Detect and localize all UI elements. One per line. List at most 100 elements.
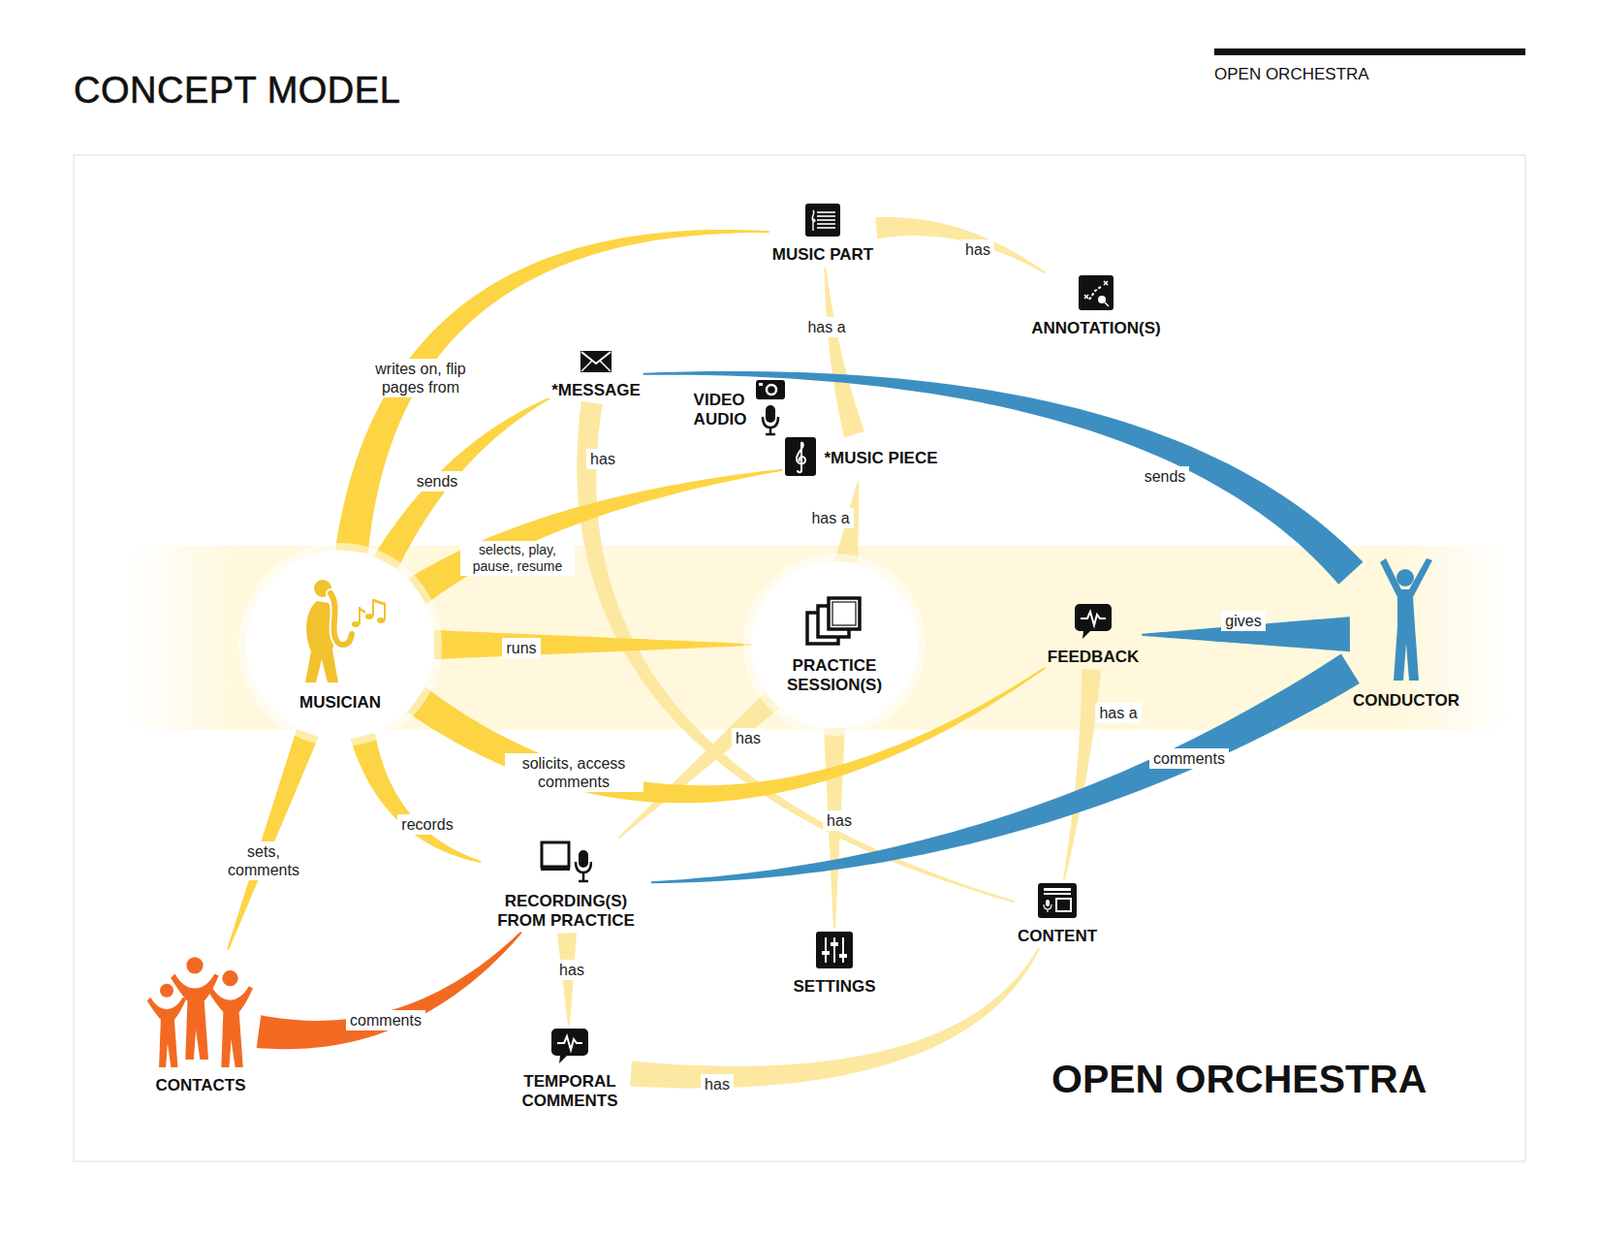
contacts-node: CONTACTS — [145, 952, 256, 1096]
node-icon-part-part — [762, 416, 779, 428]
node-icon-part-part — [1043, 887, 1071, 891]
node-icon-part — [291, 577, 389, 685]
node-label: ANNOTATION(S) — [1031, 318, 1161, 339]
node-icon — [1037, 882, 1077, 922]
node-icon — [815, 931, 853, 973]
circle-glow — [238, 542, 442, 747]
node-icon-part-part-part — [351, 621, 360, 628]
tapered-connector — [875, 217, 1046, 275]
tapered-connector — [226, 728, 319, 950]
circle-fill — [751, 561, 918, 728]
node-icon-part — [815, 931, 853, 969]
node-label: RECORDING(S) FROM PRACTICE — [483, 891, 649, 931]
node-icon-part-part-part — [816, 222, 836, 225]
node-label: SETTINGS — [792, 976, 876, 997]
node-icon-part-part — [805, 203, 841, 237]
node-icon-part-part — [581, 360, 593, 372]
node-icon-part — [539, 840, 593, 883]
node-icon-part-part-part — [1084, 294, 1089, 299]
node-icon-part-part — [330, 593, 352, 645]
node-icon-part-part — [1045, 899, 1050, 907]
node-label: MUSIC PART — [772, 245, 875, 265]
tapered-connector — [256, 931, 523, 1049]
edge-label: has — [731, 727, 765, 749]
node-icon-part-part — [599, 360, 611, 372]
node-icon — [784, 437, 816, 480]
node-icon-part-part — [815, 931, 853, 969]
node-icon-part-part — [170, 956, 220, 1060]
edge-label: sets, comments — [219, 841, 310, 880]
node-icon-part-part — [1098, 295, 1106, 304]
node-icon-part — [1376, 558, 1437, 683]
node-label: CONTACTS — [155, 1075, 246, 1096]
edge-label: has a — [803, 316, 849, 338]
node-icon-part-part — [1056, 898, 1071, 911]
node-icon-part-part — [1074, 603, 1112, 639]
feedback-node: FEEDBACK — [1047, 603, 1139, 667]
node-label: TEMPORAL COMMENTS — [511, 1071, 628, 1111]
circle-glow — [743, 553, 926, 736]
node-icon-part-part — [578, 878, 589, 882]
node-icon-part-part-part — [372, 598, 375, 617]
node-icon-part-part — [541, 842, 569, 867]
node-icon-part-part — [147, 982, 187, 1067]
node-icon — [1376, 558, 1437, 687]
node-icon — [804, 595, 865, 652]
page-title: CONCEPT MODEL — [73, 69, 401, 111]
header-label: OPEN ORCHESTRA — [1214, 64, 1370, 85]
node-icon-part-part — [816, 212, 836, 228]
node-icon-part-part-part — [221, 970, 238, 986]
recording-node: RECORDING(S) FROM PRACTICE — [483, 840, 649, 931]
node-icon-part-part-part — [824, 937, 827, 963]
node-icon-part-part-part — [816, 211, 836, 214]
node-icon-part-part — [766, 384, 777, 395]
edge-label: runs — [501, 637, 540, 659]
node-icon-part-part — [758, 382, 763, 386]
content-node: CONTENT — [1017, 882, 1098, 946]
node-icon-part-part — [581, 351, 611, 364]
node-icon-part-part — [1043, 892, 1071, 895]
node-icon-part-part — [830, 941, 839, 946]
node-label: MUSICIAN — [299, 692, 381, 713]
node-label: *MESSAGE — [551, 380, 641, 401]
node-icon-part-part-part — [358, 606, 366, 614]
node-icon-part-part — [1396, 568, 1414, 587]
edge-label: sends — [1140, 466, 1191, 487]
node-icon-part-part-part — [816, 226, 836, 229]
node-icon-part-part — [839, 953, 848, 958]
node-icon-part-part — [580, 350, 612, 373]
annotation-node: ANNOTATION(S) — [1031, 275, 1161, 339]
node-icon-part-part — [832, 601, 856, 626]
node-icon-part-part — [784, 437, 816, 476]
edge-label: has a — [807, 507, 853, 529]
edge-label: gives — [1221, 610, 1265, 631]
node-icon-part-part-part — [833, 937, 836, 963]
node-icon-part-part-part — [842, 937, 845, 963]
node-icon-part-part — [557, 1035, 583, 1050]
edge-label: has — [555, 959, 589, 980]
node-icon-part-part — [765, 433, 776, 437]
node-icon-part-part-part — [1103, 281, 1108, 285]
temporal-comments-node: TEMPORAL COMMENTS — [511, 1028, 628, 1111]
node-icon — [551, 1028, 589, 1067]
node-icon-part-part-part — [207, 985, 253, 1067]
node-icon-part-part — [1080, 611, 1106, 626]
node-icon-part-part — [1043, 904, 1052, 910]
edge-label: has a — [1095, 702, 1141, 723]
edge-label: writes on, flip pages from — [353, 358, 488, 398]
node-icon-part-part — [796, 441, 806, 472]
edge-label: has — [700, 1073, 734, 1095]
node-icon-part — [784, 437, 816, 476]
edge-label: selects, play, pause, resume — [460, 540, 575, 576]
node-icon-part — [805, 203, 841, 237]
node-icon-part-part — [1037, 882, 1077, 918]
edge-label: comments — [345, 1009, 426, 1031]
node-icon — [1078, 275, 1114, 314]
edge-label: has — [961, 239, 995, 260]
node-label: *MUSIC PIECE — [823, 448, 938, 469]
node-icon-part — [551, 1028, 589, 1064]
node-icon-part-part — [575, 861, 592, 873]
circle-fill — [246, 550, 435, 739]
node-icon-part — [1074, 603, 1112, 639]
